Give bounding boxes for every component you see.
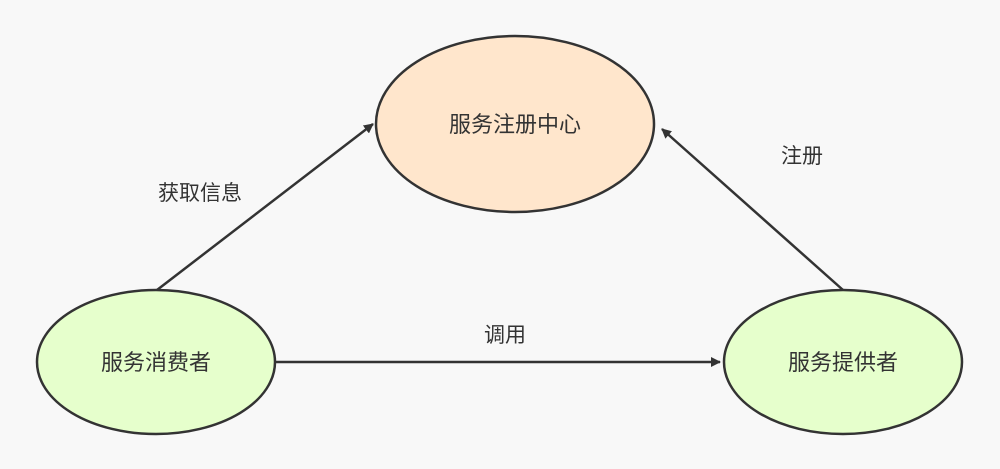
edge-get-info: 获取信息 xyxy=(156,123,374,291)
provider-ellipse xyxy=(722,288,964,436)
consumer-ellipse xyxy=(35,288,277,436)
edge-label-invoke: 调用 xyxy=(484,323,526,347)
edge-register: 注册 xyxy=(661,128,844,291)
node-provider: 服务提供者 xyxy=(722,288,964,436)
arrow-provider-to-registry xyxy=(661,128,844,291)
edge-label-get-info: 获取信息 xyxy=(158,181,242,205)
node-consumer: 服务消费者 xyxy=(35,288,277,436)
node-registry: 服务注册中心 xyxy=(374,34,656,214)
registry-ellipse xyxy=(374,34,656,214)
edge-label-register: 注册 xyxy=(781,144,823,168)
arrow-consumer-to-registry xyxy=(156,123,374,291)
provider-label: 服务提供者 xyxy=(788,351,898,376)
edge-invoke: 调用 xyxy=(276,323,721,367)
registry-label: 服务注册中心 xyxy=(449,113,581,138)
consumer-label: 服务消费者 xyxy=(101,351,211,376)
